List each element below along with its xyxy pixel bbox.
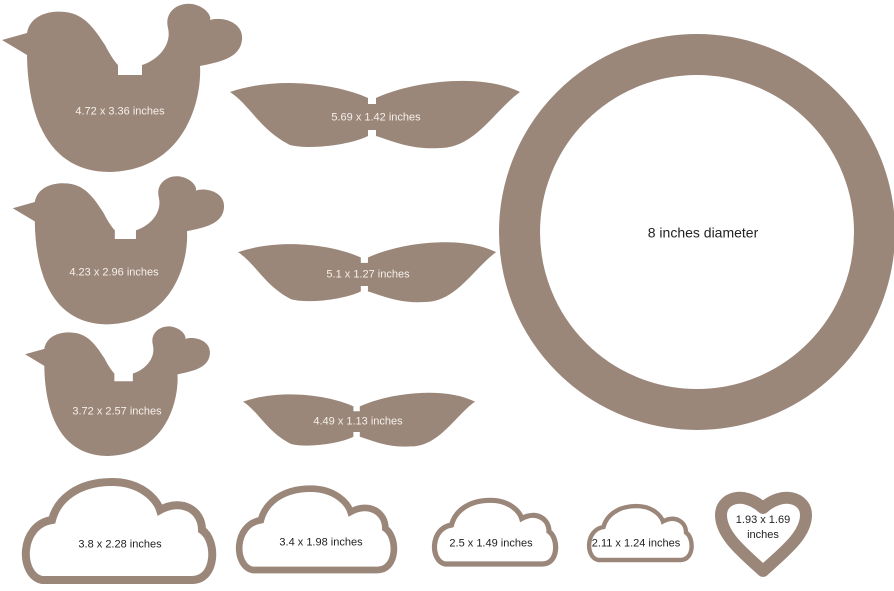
cloud-3-label: 2.5 x 1.49 inches xyxy=(449,537,533,550)
cloud-1-label: 3.8 x 2.28 inches xyxy=(78,538,162,551)
wing-medium-label: 5.1 x 1.27 inches xyxy=(326,268,410,281)
ring-label: 8 inches diameter xyxy=(647,224,759,241)
cloud-2-label: 3.4 x 1.98 inches xyxy=(279,536,363,549)
cloud-shape-4 xyxy=(589,506,692,560)
bird-shape-large xyxy=(2,3,243,173)
cloud-shape-2 xyxy=(239,489,394,570)
heart-shape xyxy=(715,491,812,577)
heart-label-line1: 1.93 x 1.69 xyxy=(735,514,791,526)
heart-label: 1.93 x 1.69 inches xyxy=(736,513,790,543)
bird-small-label: 3.72 x 2.57 inches xyxy=(72,405,162,418)
cloud-shape-3 xyxy=(434,500,555,564)
cloud-shape-1 xyxy=(26,482,212,580)
bird-shape-small xyxy=(25,326,210,456)
ring-shape xyxy=(499,34,894,430)
bird-medium-label: 4.23 x 2.96 inches xyxy=(69,266,159,279)
wing-small-label: 4.49 x 1.13 inches xyxy=(313,415,403,428)
heart-label-line2: inches xyxy=(747,529,779,541)
bird-shape-medium xyxy=(12,176,225,325)
bird-large-label: 4.72 x 3.36 inches xyxy=(75,105,165,118)
cloud-4-label: 2.11 x 1.24 inches xyxy=(591,537,681,550)
wing-large-label: 5.69 x 1.42 inches xyxy=(331,111,421,124)
